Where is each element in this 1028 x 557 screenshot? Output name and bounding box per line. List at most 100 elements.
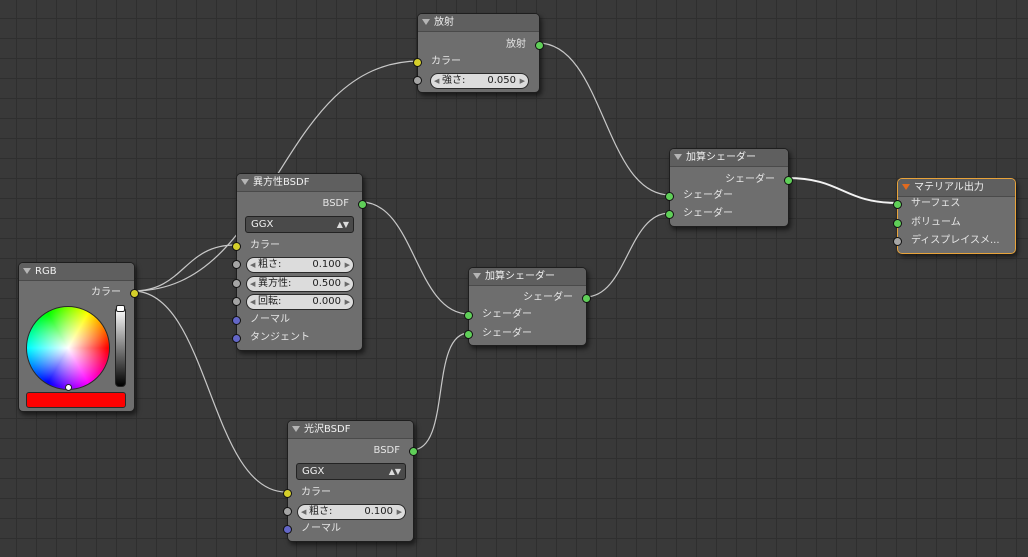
socket-icon[interactable] [232,297,241,306]
rgb-node[interactable]: RGB カラー [18,262,139,412]
add-shader-middle-output[interactable]: シェーダー [469,289,591,307]
emission-node-header[interactable]: 放射 [418,14,539,32]
add-shader-node-top[interactable]: 加算シェーダー シェーダー シェーダー シェーダー [665,148,793,227]
increment-arrow-icon[interactable]: ▶ [396,508,402,516]
shader-input-label: シェーダー [482,328,532,339]
anisotropy-slider[interactable]: ◀ 異方性: 0.500 ▶ [246,276,354,292]
value-slider[interactable] [115,307,126,387]
socket-icon[interactable] [130,289,139,298]
socket-icon[interactable] [413,76,422,85]
socket-icon[interactable] [582,294,591,303]
link-addmid-to-addtop[interactable] [584,212,671,298]
socket-icon[interactable] [358,200,367,209]
socket-icon[interactable] [232,260,241,269]
socket-icon[interactable] [232,334,241,343]
anisotropic-color-input[interactable]: カラー [232,237,362,255]
glossy-bsdf-node[interactable]: 光沢BSDF BSDF GGX▲▼ カラー ◀ 粗さ: 0.100 ▶ ノーマル [283,420,418,542]
glossy-color-input[interactable]: カラー [283,484,413,502]
strength-slider[interactable]: ◀ 強さ: 0.050 ▶ [430,73,529,89]
anisotropic-node-header[interactable]: 異方性BSDF [237,174,362,192]
material-output-header[interactable]: マテリアル出力 [898,179,1015,197]
collapse-arrow-icon[interactable] [23,268,31,274]
anisotropic-bsdf-output[interactable]: BSDF [237,195,367,213]
material-output-volume-input[interactable]: ボリューム [893,214,1015,232]
socket-icon[interactable] [464,311,473,320]
increment-arrow-icon[interactable]: ▶ [344,298,350,306]
distribution-value: GGX [251,219,274,230]
updown-arrows-icon: ▲▼ [336,220,349,229]
add-shader-middle-header[interactable]: 加算シェーダー [469,268,586,286]
decrement-arrow-icon[interactable]: ◀ [250,280,256,288]
rgb-color-output[interactable]: カラー [19,284,139,302]
distribution-dropdown[interactable]: GGX▲▼ [296,463,406,480]
add-shader-top-header[interactable]: 加算シェーダー [670,149,788,167]
glossy-node-header[interactable]: 光沢BSDF [288,421,413,439]
add-shader-middle-input-1[interactable]: シェーダー [464,306,586,324]
roughness-value: 0.100 [312,259,341,270]
socket-icon[interactable] [665,192,674,201]
roughness-slider[interactable]: ◀ 粗さ: 0.100 ▶ [297,504,406,520]
add-shader-middle-input-2[interactable]: シェーダー [464,325,586,343]
socket-icon[interactable] [232,316,241,325]
link-glossy-to-addmid[interactable] [411,332,470,451]
collapse-arrow-icon[interactable] [241,179,249,185]
emission-color-input[interactable]: カラー [413,53,539,71]
socket-icon[interactable] [535,41,544,50]
socket-icon[interactable] [283,525,292,534]
socket-icon[interactable] [232,242,241,251]
decrement-arrow-icon[interactable]: ◀ [250,298,256,306]
add-shader-node-middle[interactable]: 加算シェーダー シェーダー シェーダー シェーダー [464,267,591,346]
link-emission-to-addtop[interactable] [537,42,671,196]
increment-arrow-icon[interactable]: ▶ [344,280,350,288]
rgb-node-header[interactable]: RGB [19,263,134,281]
socket-icon[interactable] [283,507,292,516]
glossy-normal-input[interactable]: ノーマル [283,520,413,538]
roughness-value: 0.100 [364,506,393,517]
emission-output-socket[interactable]: 放射 [418,36,544,54]
roughness-slider[interactable]: ◀ 粗さ: 0.100 ▶ [246,257,354,273]
socket-icon[interactable] [413,58,422,67]
color-wheel-cursor[interactable] [65,384,72,391]
bsdf-output-label: BSDF [322,198,349,209]
decrement-arrow-icon[interactable]: ◀ [434,77,440,85]
anisotropic-tangent-input[interactable]: タンジェント [232,329,362,347]
decrement-arrow-icon[interactable]: ◀ [250,261,256,269]
link-rgb-to-anisotropic[interactable] [132,244,236,292]
link-addtop-to-output[interactable] [786,177,899,204]
collapse-arrow-icon[interactable] [473,273,481,279]
emission-node[interactable]: 放射 放射 カラー ◀ 強さ: 0.050 ▶ [413,13,544,93]
collapse-arrow-icon[interactable] [292,426,300,432]
material-output-node[interactable]: マテリアル出力 サーフェス ボリューム ディスプレイスメ... [893,178,1016,254]
anisotropic-bsdf-node[interactable]: 異方性BSDF BSDF GGX ▲▼ カラー ◀ 粗さ: 0.100 ▶ ◀ 異… [232,173,367,351]
socket-icon[interactable] [232,279,241,288]
collapse-arrow-icon[interactable] [902,184,910,190]
distribution-value: GGX [302,466,325,477]
socket-icon[interactable] [409,447,418,456]
anisotropic-normal-input[interactable]: ノーマル [232,311,362,329]
add-shader-top-input-2[interactable]: シェーダー [665,205,788,223]
socket-icon[interactable] [893,219,902,228]
increment-arrow-icon[interactable]: ▶ [344,261,350,269]
increment-arrow-icon[interactable]: ▶ [519,77,525,85]
link-aniso-to-addmid[interactable] [360,201,470,315]
add-shader-top-input-1[interactable]: シェーダー [665,187,788,205]
socket-icon[interactable] [784,176,793,185]
socket-icon[interactable] [283,489,292,498]
value-slider-handle[interactable] [116,305,125,312]
glossy-bsdf-output[interactable]: BSDF [288,442,418,460]
collapse-arrow-icon[interactable] [422,19,430,25]
socket-icon[interactable] [464,330,473,339]
emission-node-title: 放射 [434,17,454,28]
material-output-displacement-input[interactable]: ディスプレイスメ... [893,232,1015,250]
color-label: カラー [301,487,331,498]
color-wheel[interactable] [26,306,110,390]
socket-icon[interactable] [893,200,902,209]
collapse-arrow-icon[interactable] [674,154,682,160]
distribution-dropdown[interactable]: GGX ▲▼ [245,216,354,233]
socket-icon[interactable] [893,237,902,246]
material-output-surface-input[interactable]: サーフェス [893,195,1015,213]
socket-icon[interactable] [665,210,674,219]
color-swatch[interactable] [26,392,126,408]
decrement-arrow-icon[interactable]: ◀ [301,508,307,516]
rotation-slider[interactable]: ◀ 回転: 0.000 ▶ [246,294,354,310]
